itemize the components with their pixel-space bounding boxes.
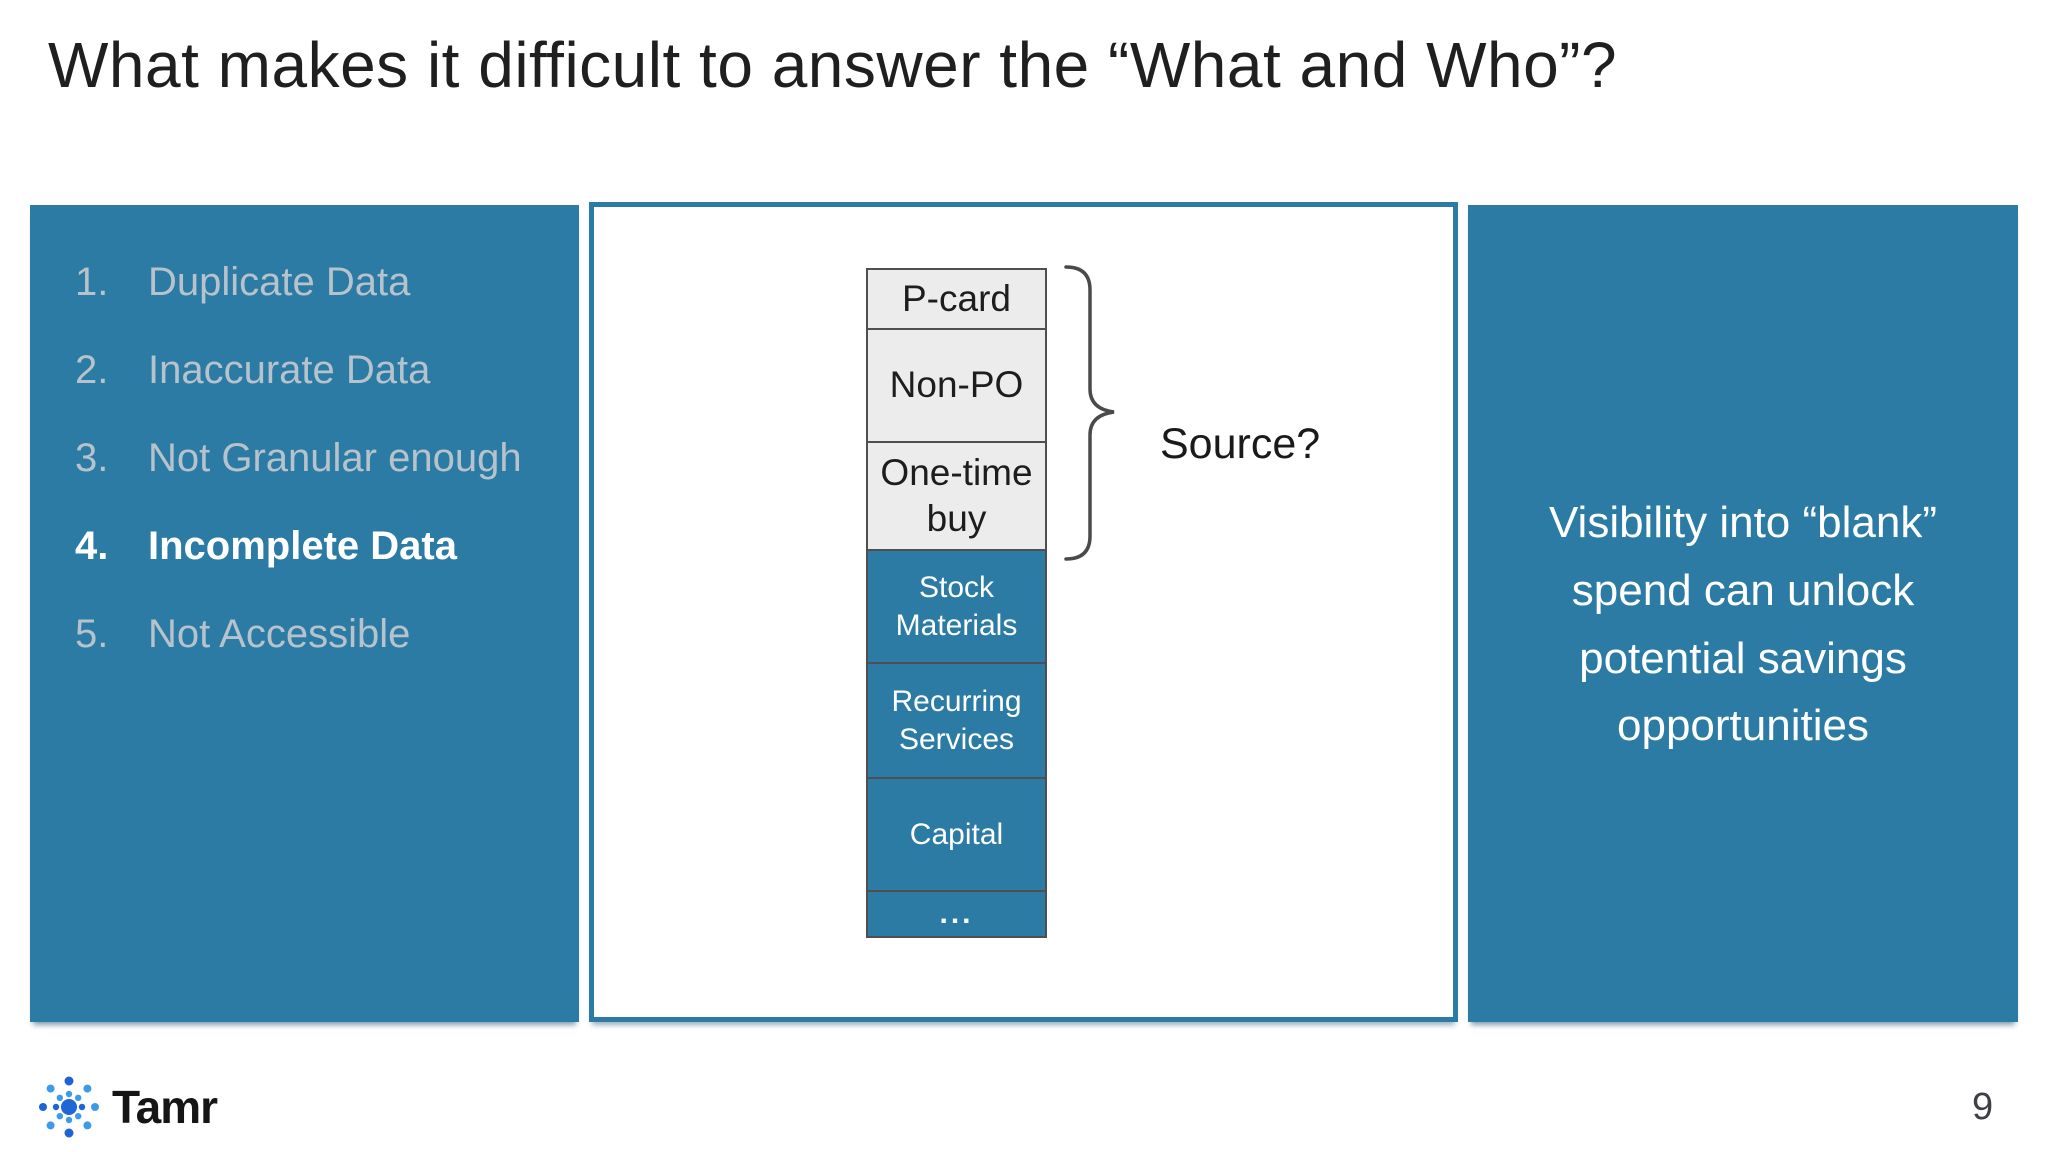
list-item-incomplete-data: 4. Incomplete Data <box>30 502 579 590</box>
list-label: Not Granular enough <box>148 435 522 480</box>
stack-box-recurring-services: Recurring Services <box>866 662 1047 779</box>
curly-brace-icon <box>1064 265 1115 561</box>
list-number: 3. <box>75 435 109 480</box>
list-item-not-granular: 3. Not Granular enough <box>30 414 579 502</box>
stack-box-pcard: P-card <box>866 268 1047 330</box>
list-number: 2. <box>75 347 109 392</box>
stack-box-stock-materials: Stock Materials <box>866 549 1047 664</box>
issue-list: 1. Duplicate Data 2. Inaccurate Data 3. … <box>30 205 579 678</box>
source-question-label: Source? <box>1160 420 1321 468</box>
tamr-logo: Tamr <box>36 1074 218 1140</box>
spend-stack-diagram: P-card Non-PO One-time buy Stock Materia… <box>866 268 1047 938</box>
page-number: 9 <box>1972 1086 1994 1128</box>
issues-panel: 1. Duplicate Data 2. Inaccurate Data 3. … <box>30 205 579 1022</box>
tamr-logo-text: Tamr <box>112 1081 218 1133</box>
list-number: 1. <box>75 259 109 304</box>
tamr-burst-icon <box>39 1076 99 1138</box>
list-label: Duplicate Data <box>148 259 411 304</box>
list-item-duplicate-data: 1. Duplicate Data <box>30 238 579 326</box>
list-item-not-accessible: 5. Not Accessible <box>30 590 579 678</box>
stack-box-capital: Capital <box>866 777 1047 892</box>
takeaway-panel: Visibility into “blank” spend can unlock… <box>1468 205 2018 1022</box>
stack-box-onetime-buy: One-time buy <box>866 441 1047 551</box>
page-title: What makes it difficult to answer the “W… <box>48 29 1618 101</box>
list-label: Not Accessible <box>148 611 411 656</box>
list-item-inaccurate-data: 2. Inaccurate Data <box>30 326 579 414</box>
list-label: Inaccurate Data <box>148 347 431 392</box>
list-number: 4. <box>75 523 109 568</box>
stack-box-nonpo: Non-PO <box>866 328 1047 443</box>
list-number: 5. <box>75 611 109 656</box>
takeaway-text: Visibility into “blank” spend can unlock… <box>1548 498 1937 751</box>
stack-box-ellipsis: ... <box>866 890 1047 938</box>
list-label: Incomplete Data <box>148 523 457 568</box>
